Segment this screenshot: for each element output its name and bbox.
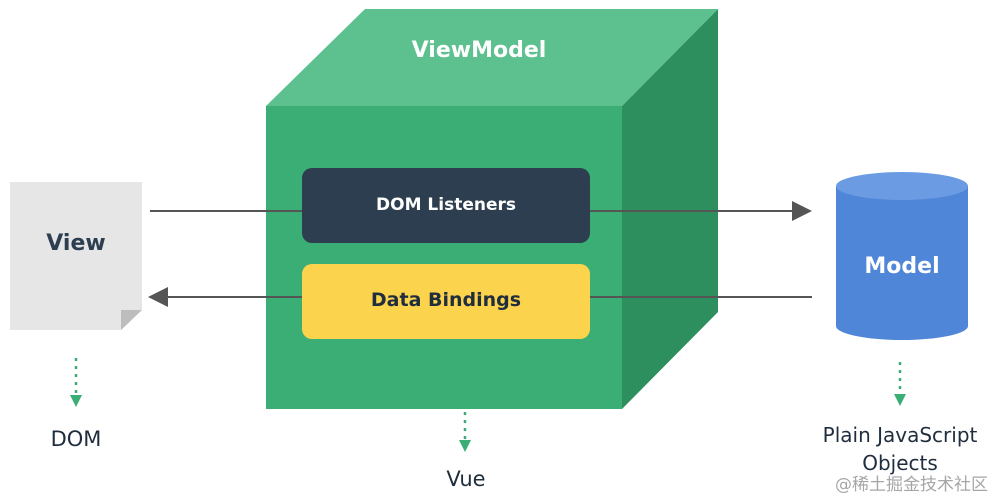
dom-listeners-label: DOM Listeners xyxy=(376,195,516,215)
model-caption: Plain JavaScript Objects xyxy=(822,423,978,475)
cube-top-face xyxy=(266,9,718,106)
viewmodel-title: ViewModel xyxy=(411,38,547,63)
dom-caption: DOM xyxy=(50,427,102,451)
model-database xyxy=(836,172,968,340)
view-label: View xyxy=(46,231,106,256)
data-bindings-label: Data Bindings xyxy=(370,289,522,311)
dom-down-arrow xyxy=(70,358,82,407)
cube-front-face xyxy=(266,106,622,409)
model-down-arrow xyxy=(894,362,906,406)
viewmodel-cube xyxy=(266,9,718,409)
cube-right-face xyxy=(622,9,718,409)
vue-down-arrow xyxy=(459,412,471,452)
model-label: Model xyxy=(864,254,940,279)
data-bindings-box xyxy=(302,264,590,339)
vue-caption: Vue xyxy=(446,467,486,491)
watermark: @稀土掘金技术社区 xyxy=(835,475,988,495)
dom-listeners-box xyxy=(302,168,590,243)
view-document xyxy=(10,182,142,330)
